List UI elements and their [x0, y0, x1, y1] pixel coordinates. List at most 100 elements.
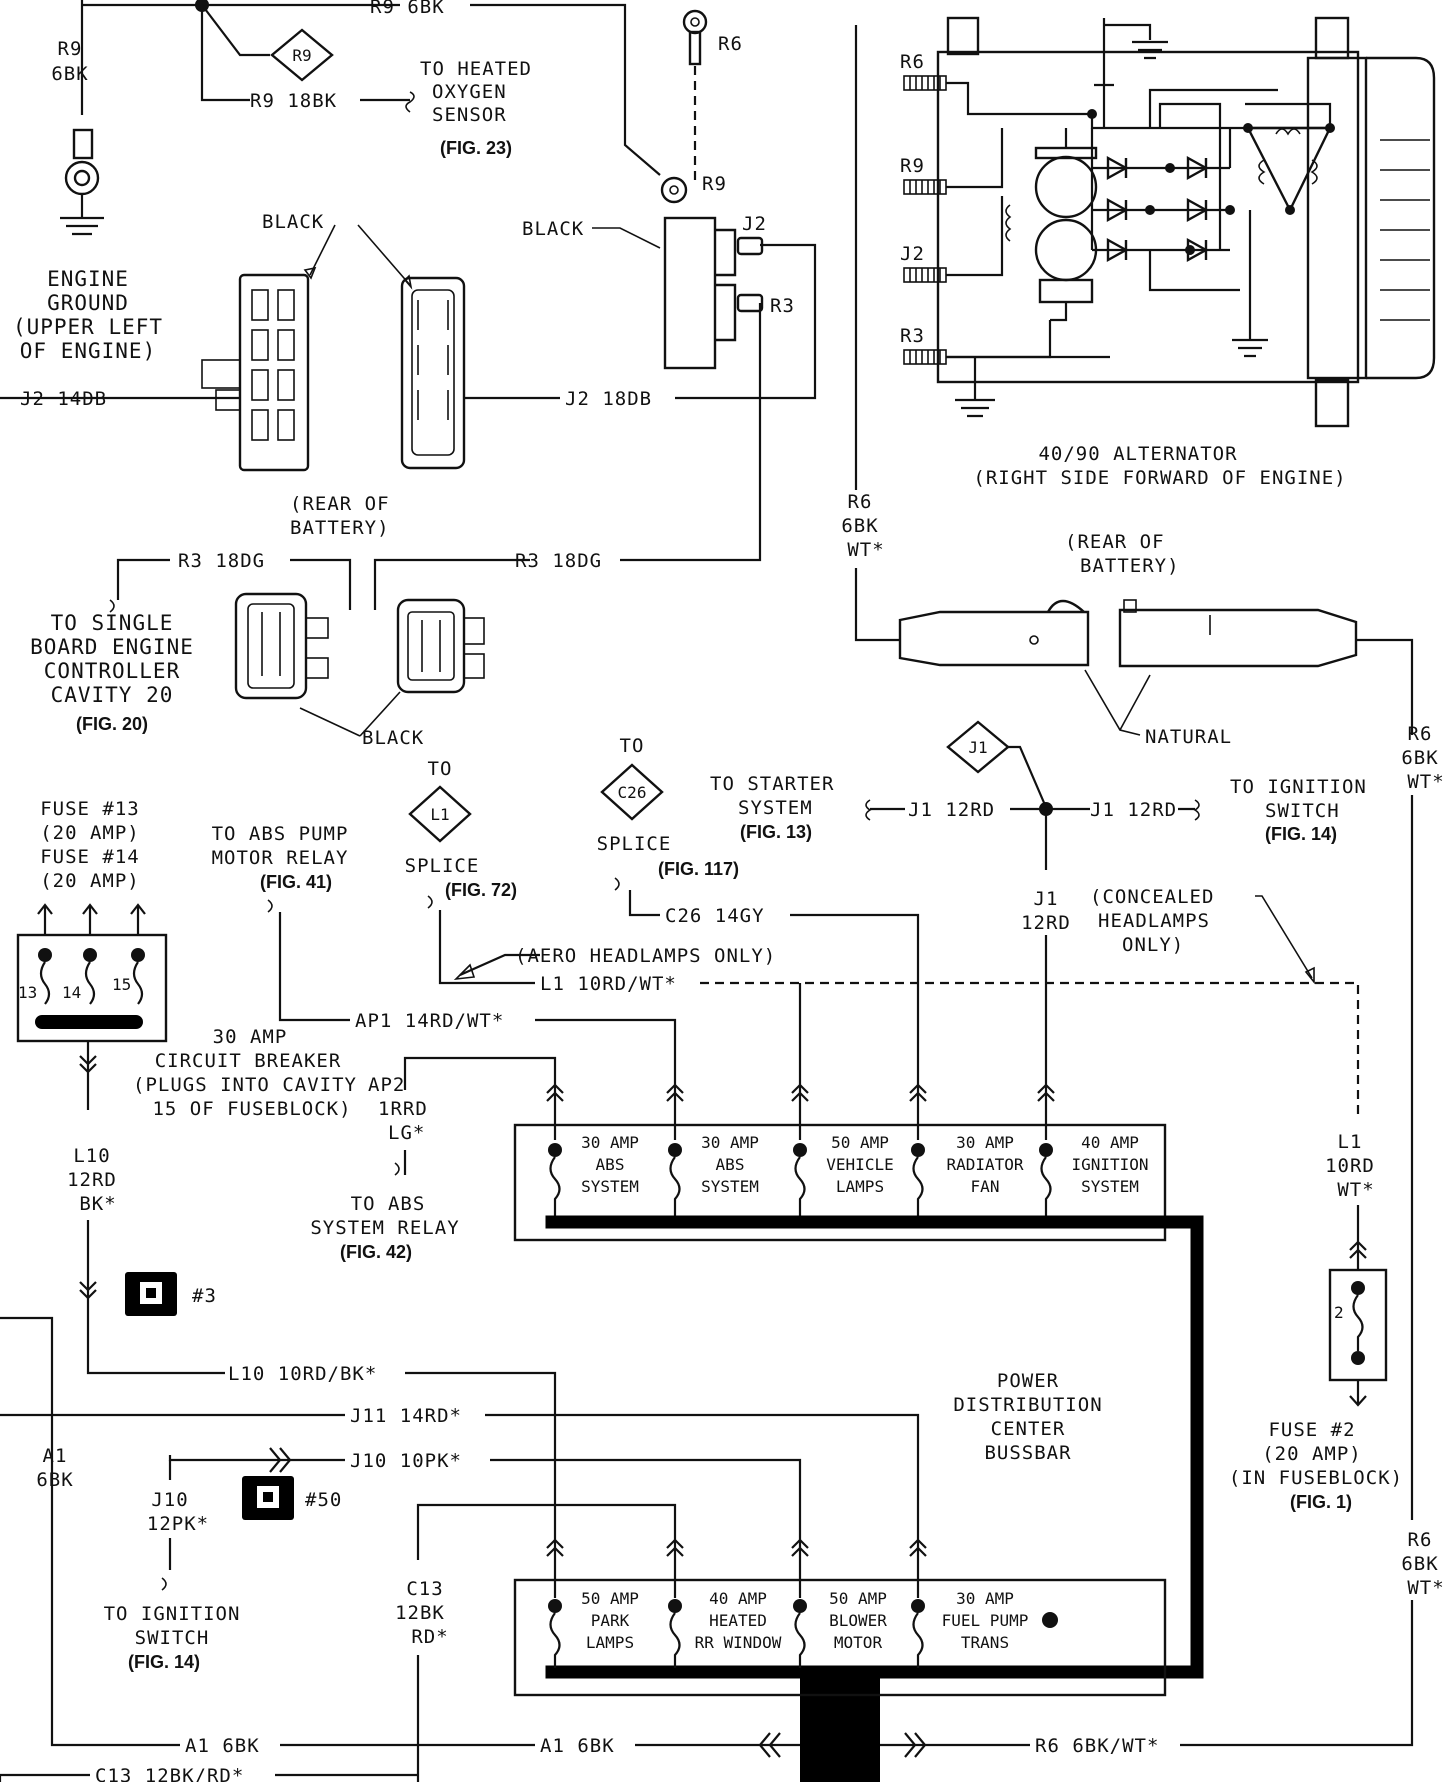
svg-text:40 AMP: 40 AMP — [709, 1589, 767, 1608]
svg-text:R3: R3 — [900, 325, 925, 347]
svg-text:#3: #3 — [192, 1285, 217, 1307]
pdc-top-fuse-2: 30 AMP ABS SYSTEM — [668, 1075, 759, 1218]
svg-text:WT*: WT* — [1407, 1577, 1444, 1599]
svg-text:14: 14 — [62, 983, 81, 1002]
svg-text:R6: R6 — [1408, 1529, 1433, 1551]
svg-text:(FIG. 23): (FIG. 23) — [440, 138, 512, 158]
svg-text:SYSTEM: SYSTEM — [581, 1177, 639, 1196]
svg-text:(REAR OF: (REAR OF — [1065, 531, 1165, 553]
svg-text:(FIG. 41): (FIG. 41) — [260, 872, 332, 892]
fuse-13-14-15: FUSE #13 (20 AMP) FUSE #14 (20 AMP) 13 1… — [16, 798, 557, 1530]
svg-text:BLACK: BLACK — [362, 727, 424, 749]
svg-text:WT*: WT* — [1337, 1179, 1374, 1201]
svg-text:(FIG. 1): (FIG. 1) — [1290, 1492, 1352, 1512]
svg-text:13: 13 — [18, 983, 37, 1002]
abs-feeds: TO ABS PUMP MOTOR RELAY (FIG. 41) AP1 14… — [133, 823, 677, 1262]
svg-text:HEADLAMPS: HEADLAMPS — [1098, 910, 1210, 932]
svg-text:J10 10PK*: J10 10PK* — [350, 1450, 462, 1472]
svg-text:SYSTEM: SYSTEM — [701, 1177, 759, 1196]
svg-text:WT*: WT* — [847, 539, 884, 561]
pdc-top-fuse-1: 30 AMP ABS SYSTEM — [548, 1075, 639, 1218]
svg-text:NATURAL: NATURAL — [1145, 726, 1232, 748]
svg-text:ONLY): ONLY) — [1122, 934, 1184, 956]
pdc-bottom-fuse-4: 30 AMP FUEL PUMP TRANS — [911, 1530, 1058, 1668]
svg-text:R3 18DG: R3 18DG — [515, 550, 602, 572]
svg-text:TO IGNITION: TO IGNITION — [1230, 776, 1367, 798]
svg-text:HEATED: HEATED — [709, 1611, 767, 1630]
pdc-top-fuse-5: 40 AMP IGNITION SYSTEM — [1039, 1075, 1149, 1218]
ground-symbol-left — [60, 216, 104, 236]
svg-text:BOARD ENGINE: BOARD ENGINE — [30, 635, 194, 659]
svg-text:12BK: 12BK — [395, 1602, 445, 1624]
svg-text:L1: L1 — [1338, 1131, 1363, 1153]
svg-text:FAN: FAN — [971, 1177, 1000, 1196]
svg-text:BATTERY): BATTERY) — [290, 517, 390, 539]
svg-text:6BK: 6BK — [36, 1469, 73, 1491]
svg-text:R6: R6 — [848, 491, 873, 513]
r6-eyelet-relay: R6 R9 J2 R3 BLACK R3 18DG — [373, 9, 794, 610]
svg-text:TRANS: TRANS — [961, 1633, 1009, 1652]
svg-text:6BK: 6BK — [1401, 747, 1438, 769]
svg-text:1RRD: 1RRD — [378, 1098, 428, 1120]
svg-text:6BK: 6BK — [841, 515, 878, 537]
l1-splice: TO L1 SPLICE (FIG. 72) L1 10RD/WT* (AERO… — [405, 758, 1360, 1120]
lower-left-feeds: J11 14RD* J10 10PK* J10 12PK* TO IGNITIO… — [0, 1316, 1159, 1782]
j1-diamond: J1 — [946, 720, 1010, 774]
svg-text:TO HEATED: TO HEATED — [420, 58, 532, 80]
pdc-top-fuse-3: 50 AMP VEHICLE LAMPS — [793, 1075, 894, 1218]
svg-text:(FIG. 20): (FIG. 20) — [76, 714, 148, 734]
svg-text:J2: J2 — [900, 243, 925, 265]
svg-text:TO STARTER: TO STARTER — [710, 773, 834, 795]
svg-text:SYSTEM: SYSTEM — [1081, 1177, 1139, 1196]
svg-text:R9: R9 — [58, 38, 83, 60]
svg-text:VEHICLE: VEHICLE — [826, 1155, 893, 1174]
svg-text:SPLICE: SPLICE — [597, 833, 672, 855]
engine-ground-section: R9 R9 6BK R9 18BK TO HEATED OXYGEN SENSO… — [13, 0, 661, 363]
svg-text:FUSE #2: FUSE #2 — [1268, 1419, 1355, 1441]
svg-text:AP1 14RD/WT*: AP1 14RD/WT* — [355, 1010, 504, 1032]
svg-text:GROUND: GROUND — [47, 291, 129, 315]
svg-text:J1: J1 — [968, 738, 987, 757]
svg-text:L10 10RD/BK*: L10 10RD/BK* — [228, 1363, 377, 1385]
svg-text:C26: C26 — [618, 783, 647, 802]
svg-text:BLOWER: BLOWER — [829, 1611, 887, 1630]
svg-text:A1: A1 — [43, 1445, 68, 1467]
svg-text:CAVITY 20: CAVITY 20 — [51, 683, 174, 707]
svg-text:30 AMP: 30 AMP — [581, 1133, 639, 1152]
svg-text:(20 AMP): (20 AMP) — [40, 822, 140, 844]
svg-text:12PK*: 12PK* — [147, 1513, 209, 1535]
svg-text:TO ABS PUMP: TO ABS PUMP — [212, 823, 349, 845]
svg-text:SPLICE: SPLICE — [405, 855, 480, 877]
svg-text:OXYGEN: OXYGEN — [432, 81, 507, 103]
svg-text:R6 6BK/WT*: R6 6BK/WT* — [1035, 1735, 1159, 1757]
svg-text:TO SINGLE: TO SINGLE — [51, 611, 174, 635]
svg-text:J11 14RD*: J11 14RD* — [350, 1405, 462, 1427]
svg-text:(20 AMP): (20 AMP) — [1262, 1443, 1362, 1465]
svg-text:6BK: 6BK — [51, 63, 88, 85]
alternator: R6 R9 J2 R3 — [900, 16, 1436, 489]
svg-text:(IN FUSEBLOCK): (IN FUSEBLOCK) — [1229, 1467, 1403, 1489]
svg-text:(PLUGS INTO CAVITY: (PLUGS INTO CAVITY — [133, 1074, 357, 1096]
svg-text:SYSTEM: SYSTEM — [738, 797, 813, 819]
svg-text:CIRCUIT BREAKER: CIRCUIT BREAKER — [155, 1050, 342, 1072]
svg-text:(RIGHT SIDE FORWARD OF ENGINE): (RIGHT SIDE FORWARD OF ENGINE) — [973, 467, 1346, 489]
svg-text:POWER: POWER — [997, 1370, 1059, 1392]
svg-text:(FIG. 42): (FIG. 42) — [340, 1242, 412, 1262]
fuse-2: L1 10RD WT* 2 FUSE #2 (20 AMP) (IN FUSEB… — [1229, 1131, 1403, 1512]
connector-3: #3 — [125, 1272, 217, 1316]
c26-splice: TO C26 SPLICE (FIG. 117) C26 14GY — [597, 735, 920, 1075]
pdc-bottom-fuse-1: 50 AMP PARK LAMPS — [548, 1530, 639, 1668]
svg-text:BATTERY): BATTERY) — [1080, 555, 1180, 577]
svg-text:TO IGNITION: TO IGNITION — [104, 1603, 241, 1625]
svg-text:(UPPER LEFT: (UPPER LEFT — [13, 315, 163, 339]
c26-diamond: C26 — [600, 763, 664, 821]
svg-text:J1: J1 — [1034, 888, 1059, 910]
pdc-bottom-fuse-3: 50 AMP BLOWER MOTOR — [793, 1530, 887, 1668]
svg-text:12RD: 12RD — [1021, 912, 1071, 934]
svg-text:RD*: RD* — [411, 1626, 448, 1648]
svg-text:R3 18DG: R3 18DG — [178, 550, 265, 572]
svg-text:IGNITION: IGNITION — [1071, 1155, 1148, 1174]
svg-text:R6: R6 — [1408, 723, 1433, 745]
svg-text:C13 12BK/RD*: C13 12BK/RD* — [95, 1765, 244, 1782]
